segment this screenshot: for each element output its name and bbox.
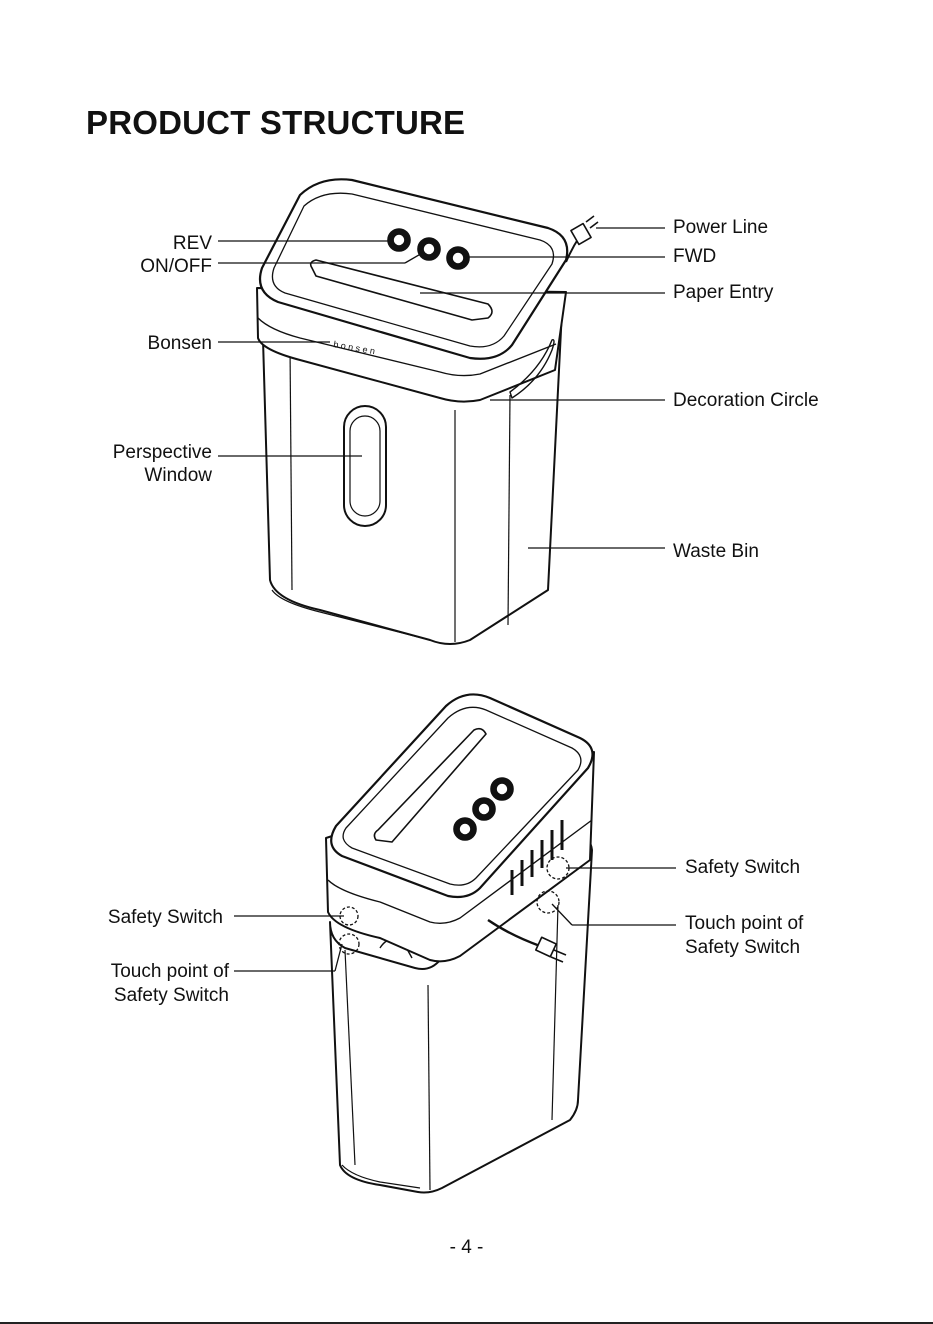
label-waste-bin: Waste Bin: [673, 541, 759, 562]
power-plug-icon: [571, 216, 598, 244]
label-safety-switch-right: Safety Switch: [685, 857, 800, 878]
label-touch-point-left-1: Touch point of: [111, 961, 230, 982]
page-number: - 4 -: [0, 1237, 933, 1259]
label-window: Window: [144, 465, 212, 486]
label-power-line: Power Line: [673, 217, 768, 238]
label-on-off: ON/OFF: [140, 256, 212, 277]
shredder-front-view: [257, 179, 598, 644]
label-touch-point-left-2: Safety Switch: [114, 985, 229, 1006]
label-perspective: Perspective: [113, 442, 212, 463]
shredder-lifted-view: [326, 694, 594, 1192]
label-safety-switch-left: Safety Switch: [108, 907, 223, 928]
label-touch-point-right-2: Safety Switch: [685, 937, 800, 958]
label-fwd: FWD: [673, 246, 716, 267]
label-paper-entry: Paper Entry: [673, 282, 774, 303]
label-rev: REV: [173, 233, 212, 254]
label-decoration-circle: Decoration Circle: [673, 390, 819, 411]
label-touch-point-right-1: Touch point of: [685, 913, 804, 934]
label-bonsen: Bonsen: [148, 333, 212, 354]
